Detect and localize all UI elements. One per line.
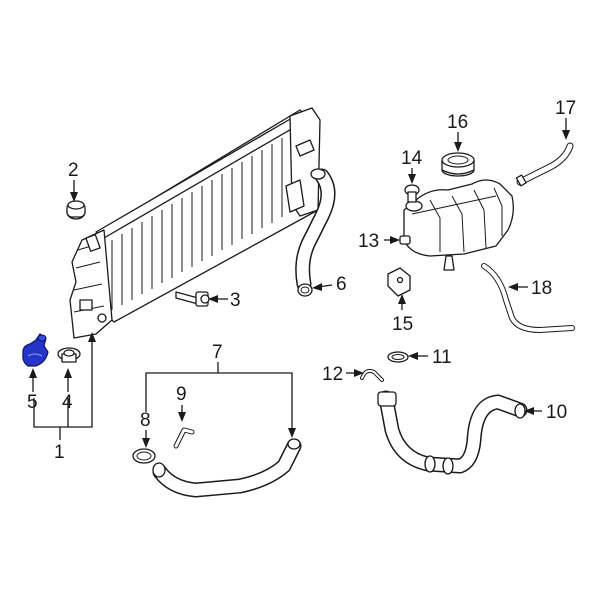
callout-14: 14	[401, 148, 423, 169]
upper-radiator-hose[interactable]	[295, 168, 336, 297]
coolant-outlet-hose[interactable]	[377, 390, 528, 475]
level-sensor[interactable]	[404, 184, 420, 203]
vent-hose[interactable]	[515, 142, 574, 187]
callout-7: 7	[212, 342, 223, 363]
callout-17: 17	[555, 98, 576, 119]
callout-6: 6	[336, 274, 347, 295]
callout-numbers: 1 2 3 4 5 6 7 8 9 10 11 12 13 14 15 16 1…	[27, 98, 576, 463]
drain-plug[interactable]	[57, 347, 81, 363]
callout-4: 4	[62, 392, 73, 413]
callout-15: 15	[392, 314, 413, 335]
o-ring-11[interactable]	[387, 351, 409, 363]
callout-18: 18	[531, 278, 552, 299]
reservoir-bracket[interactable]	[387, 267, 411, 297]
callout-8: 8	[140, 410, 151, 431]
lower-radiator-hose[interactable]	[152, 438, 302, 498]
retaining-clip-12[interactable]	[360, 368, 384, 382]
callout-3: 3	[230, 290, 241, 311]
callout-12: 12	[322, 364, 343, 385]
coolant-reservoir[interactable]	[399, 179, 514, 271]
callout-9: 9	[176, 384, 187, 405]
highlighted-drain-valve[interactable]	[22, 333, 49, 367]
radiator[interactable]	[69, 107, 321, 339]
callout-1: 1	[54, 442, 65, 463]
reservoir-cap[interactable]	[441, 152, 475, 177]
callout-16: 16	[447, 112, 468, 133]
callout-5: 5	[27, 392, 38, 413]
hose-clip-9[interactable]	[173, 427, 195, 449]
overflow-hose[interactable]	[481, 263, 575, 334]
mount-insulator[interactable]	[66, 200, 86, 220]
callout-11: 11	[432, 347, 452, 368]
o-ring-8[interactable]	[132, 448, 156, 464]
bolt[interactable]	[175, 291, 210, 307]
leader-lines	[29, 118, 570, 448]
callout-13: 13	[358, 231, 379, 252]
callout-2: 2	[68, 160, 79, 181]
callout-10: 10	[546, 402, 567, 423]
